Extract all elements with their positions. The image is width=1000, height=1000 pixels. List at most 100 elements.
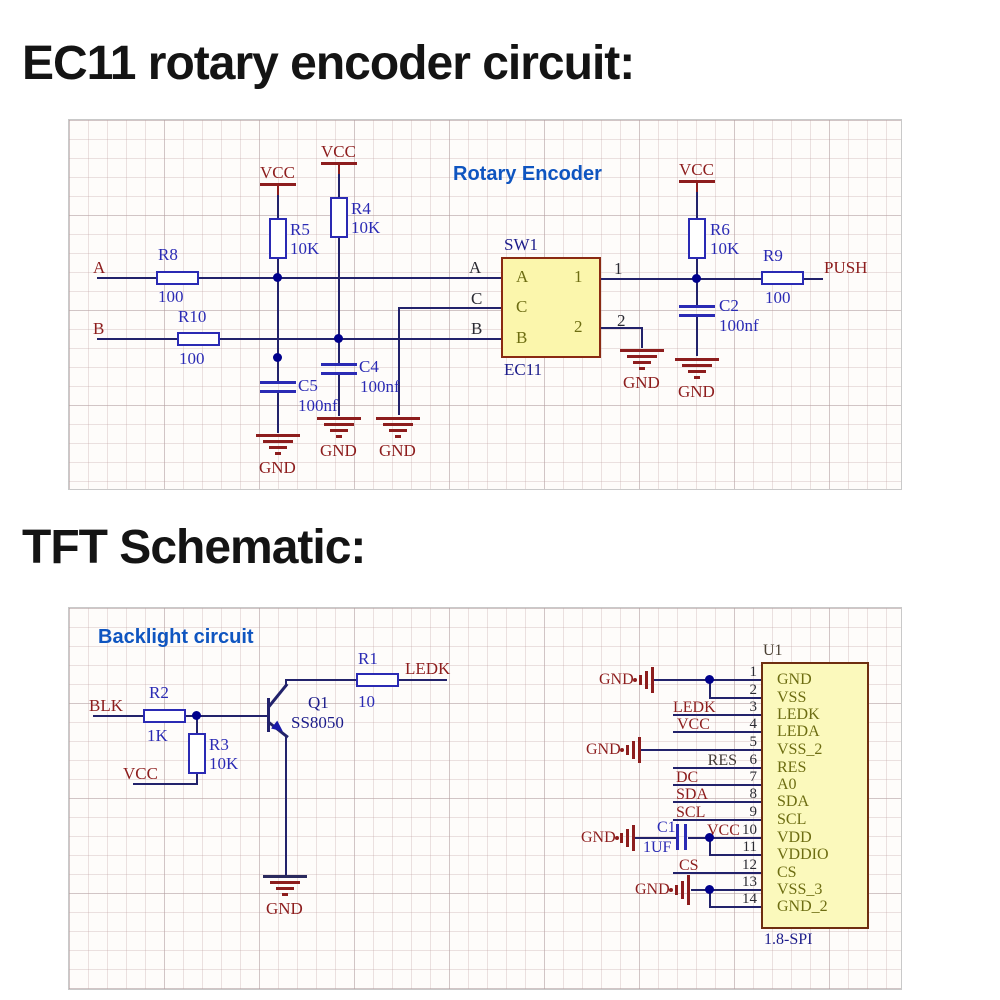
sw1-pin-name: 2 [574, 317, 583, 336]
gnd-symbol-bar [330, 429, 348, 432]
gnd-symbol-dot [669, 888, 673, 892]
pin-net-label: SCL [676, 804, 706, 821]
c4-value: 100nf [360, 377, 400, 396]
capacitor-c2-plate [679, 314, 715, 317]
gnd-symbol-bar [681, 881, 684, 899]
wire-c5-to-gnd [277, 393, 279, 433]
wire-pin10-11 [709, 837, 711, 855]
gnd-symbol-dot [620, 748, 624, 752]
wire-pin2 [709, 697, 761, 699]
c1-ref: C1 [657, 819, 676, 836]
gnd-symbol-bar [687, 875, 690, 905]
wire-net-c [398, 307, 501, 309]
gnd-symbol-bar [632, 741, 635, 759]
vcc-stem [338, 165, 340, 174]
gnd-symbol-bar [620, 349, 664, 352]
gnd-symbol-bar [682, 364, 712, 367]
wire-gnd-c1 [635, 837, 676, 839]
u1-pin-name: CS [777, 864, 797, 881]
r1-value: 10 [358, 692, 375, 711]
resistor-r6 [688, 218, 706, 259]
r4-value: 10K [351, 218, 381, 237]
u1-ref: U1 [763, 642, 783, 659]
gnd-symbol-bar [620, 833, 623, 843]
junction-dot [705, 885, 714, 894]
r1-ref: R1 [358, 649, 378, 668]
gnd-symbol-bar [317, 417, 361, 420]
vcc-stem [696, 183, 698, 192]
capacitor-c4-plate [321, 363, 357, 366]
gnd-symbol-bar [276, 887, 294, 890]
u1-pin-name: VSS_3 [777, 881, 823, 898]
gnd-symbol-bar [627, 355, 657, 358]
wire-pin8 [673, 801, 761, 803]
gnd-symbol-dot [633, 678, 637, 682]
pin-number: 7 [749, 769, 758, 785]
gnd-symbol-bar [688, 370, 706, 373]
pin-number: 3 [749, 699, 758, 715]
pin-number: 11 [742, 839, 757, 855]
pin-number: 6 [749, 752, 758, 768]
wire-net-a [97, 277, 501, 279]
wire-pin1-push [601, 278, 823, 280]
gnd-label: GND [379, 441, 416, 460]
sw1-stub-label: 2 [617, 311, 626, 330]
gnd-symbol-bar [651, 667, 654, 693]
sw1-stub-label: A [469, 258, 482, 277]
wire-pin5 [641, 749, 761, 751]
gnd-symbol-dot [615, 836, 619, 840]
gnd-symbol-bar [270, 881, 300, 884]
wire-pin1-2 [709, 679, 711, 698]
wire-to-r3 [196, 715, 198, 734]
gnd-symbol-bar [626, 745, 629, 755]
wire-emitter-down [285, 735, 287, 875]
net-label-b: B [93, 319, 105, 338]
resistor-r1 [356, 673, 399, 687]
vcc-bar [260, 183, 296, 186]
gnd-symbol-bar [639, 675, 642, 685]
sw1-pin-name: B [516, 328, 528, 347]
u1-pin-name: VSS_2 [777, 741, 823, 758]
u1-pin-name: VSS [777, 689, 807, 706]
u1-body [761, 662, 869, 929]
gnd-symbol-bar [263, 875, 307, 878]
section2-title: TFT Schematic: [22, 521, 366, 574]
capacitor-c4-plate [321, 372, 357, 375]
gnd-label: GND [320, 441, 357, 460]
gnd-label: GND [266, 899, 303, 918]
r5-ref: R5 [290, 220, 310, 239]
pin-number: 5 [749, 734, 758, 750]
gnd-label: GND [623, 373, 660, 392]
wire-pin2 [601, 327, 643, 329]
wire-pin3 [673, 714, 761, 716]
u1-footprint: 1.8-SPI [764, 931, 813, 948]
resistor-r4 [330, 197, 348, 238]
net-label-a: A [93, 258, 106, 277]
pin-number: 4 [749, 716, 758, 732]
ec11-schematic-panel: Rotary Encoder VCC VCC VCC R8 100 R10 10… [68, 119, 902, 490]
net-label-blk: BLK [89, 696, 123, 715]
u1-pin-name: GND [777, 671, 812, 688]
r9-value: 100 [765, 288, 791, 307]
u1-pin-name: LEDK [777, 706, 820, 723]
capacitor-c1-plate [676, 824, 679, 850]
u1-pin-name: GND_2 [777, 898, 828, 915]
wire-pin14 [709, 906, 761, 908]
pin-net-label: VCC [677, 716, 710, 733]
capacitor-c5-plate [260, 390, 296, 393]
pin-net-label: DC [676, 769, 699, 786]
gnd-symbol-bar [675, 885, 678, 895]
wire-pin11 [709, 854, 761, 856]
gnd-symbol-bar [256, 434, 300, 437]
gnd-symbol-bar [324, 423, 354, 426]
r2-value: 1K [147, 726, 168, 745]
r4-ref: R4 [351, 199, 371, 218]
pin-net-label: VCC [707, 822, 740, 839]
c5-ref: C5 [298, 376, 318, 395]
junction-dot [273, 273, 282, 282]
pin-number: 12 [742, 857, 757, 873]
wire-r4-column [338, 173, 340, 363]
gnd-symbol-bar [395, 435, 401, 438]
r6-ref: R6 [710, 220, 730, 239]
u1-pin-name: SCL [777, 811, 807, 828]
